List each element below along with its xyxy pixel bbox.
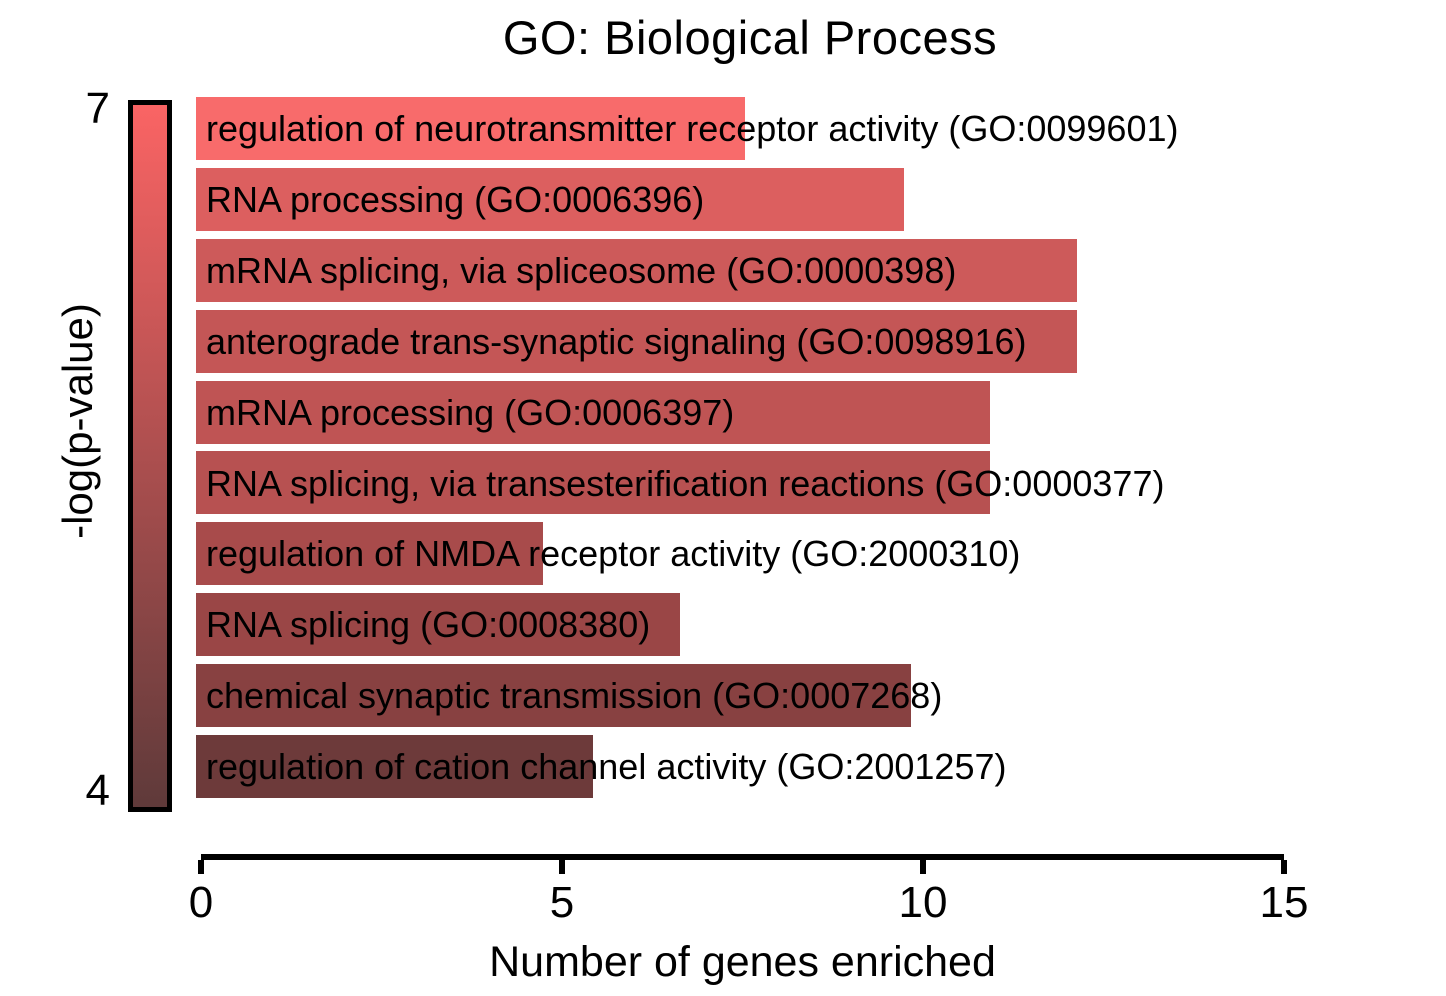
colorbar-max-tick-label: 7 <box>85 84 110 133</box>
bar <box>196 167 904 231</box>
bar-plot-area: regulation of neurotransmitter receptor … <box>196 97 1279 806</box>
bar-label: chemical synaptic transmission (GO:00072… <box>206 675 943 717</box>
bar-row: anterograde trans-synaptic signaling (GO… <box>196 309 1279 373</box>
pvalue-colorbar <box>128 100 172 812</box>
x-tick-label: 0 <box>188 878 214 927</box>
x-tick-label: 15 <box>1259 878 1309 927</box>
bar <box>196 735 594 799</box>
x-axis-tick <box>558 860 565 874</box>
bar <box>196 664 911 728</box>
x-axis-tick <box>1281 860 1287 874</box>
bar <box>196 238 1077 302</box>
bar-label: mRNA splicing, via spliceosome (GO:00003… <box>206 249 957 291</box>
bar-label: RNA processing (GO:0006396) <box>206 179 705 221</box>
bar-label: RNA splicing, via transesterification re… <box>206 462 1165 504</box>
bar <box>196 380 991 444</box>
bar-row: regulation of cation channel activity (G… <box>196 735 1279 799</box>
x-tick-label: 10 <box>898 878 948 927</box>
bar-row: chemical synaptic transmission (GO:00072… <box>196 664 1279 728</box>
bar-row: mRNA splicing, via spliceosome (GO:00003… <box>196 238 1279 302</box>
x-axis-line <box>198 854 1287 874</box>
bar-row: regulation of neurotransmitter receptor … <box>196 97 1279 160</box>
bar-row: RNA splicing, via transesterification re… <box>196 451 1279 515</box>
bar <box>196 97 745 160</box>
bar-row: RNA processing (GO:0006396) <box>196 167 1279 231</box>
bar-label: RNA splicing (GO:0008380) <box>206 604 651 646</box>
chart-title: GO: Biological Process <box>502 11 998 64</box>
colorbar-min-tick-label: 4 <box>85 766 110 815</box>
x-tick-label: 5 <box>549 878 575 927</box>
x-axis-tick-labels: 0 5 10 15 <box>189 878 1309 928</box>
bar <box>196 522 543 586</box>
bar-row: regulation of NMDA receptor activity (GO… <box>196 522 1279 586</box>
bar-label: regulation of NMDA receptor activity (GO… <box>206 533 1021 575</box>
bar-row: mRNA processing (GO:0006397) <box>196 380 1279 444</box>
x-axis-label: Number of genes enriched <box>489 938 996 986</box>
x-axis-tick <box>198 860 204 874</box>
bar-row: RNA splicing (GO:0008380) <box>196 593 1279 657</box>
bar-label: regulation of cation channel activity (G… <box>206 746 1007 788</box>
y-axis-label: -log(p-value) <box>54 303 101 539</box>
bar-label: anterograde trans-synaptic signaling (GO… <box>206 320 1027 362</box>
bar-label: regulation of neurotransmitter receptor … <box>206 108 1179 150</box>
bar-label: mRNA processing (GO:0006397) <box>206 391 735 433</box>
x-axis-tick <box>920 860 926 874</box>
bar <box>196 593 680 657</box>
bar <box>196 451 991 515</box>
bar <box>196 309 1077 373</box>
